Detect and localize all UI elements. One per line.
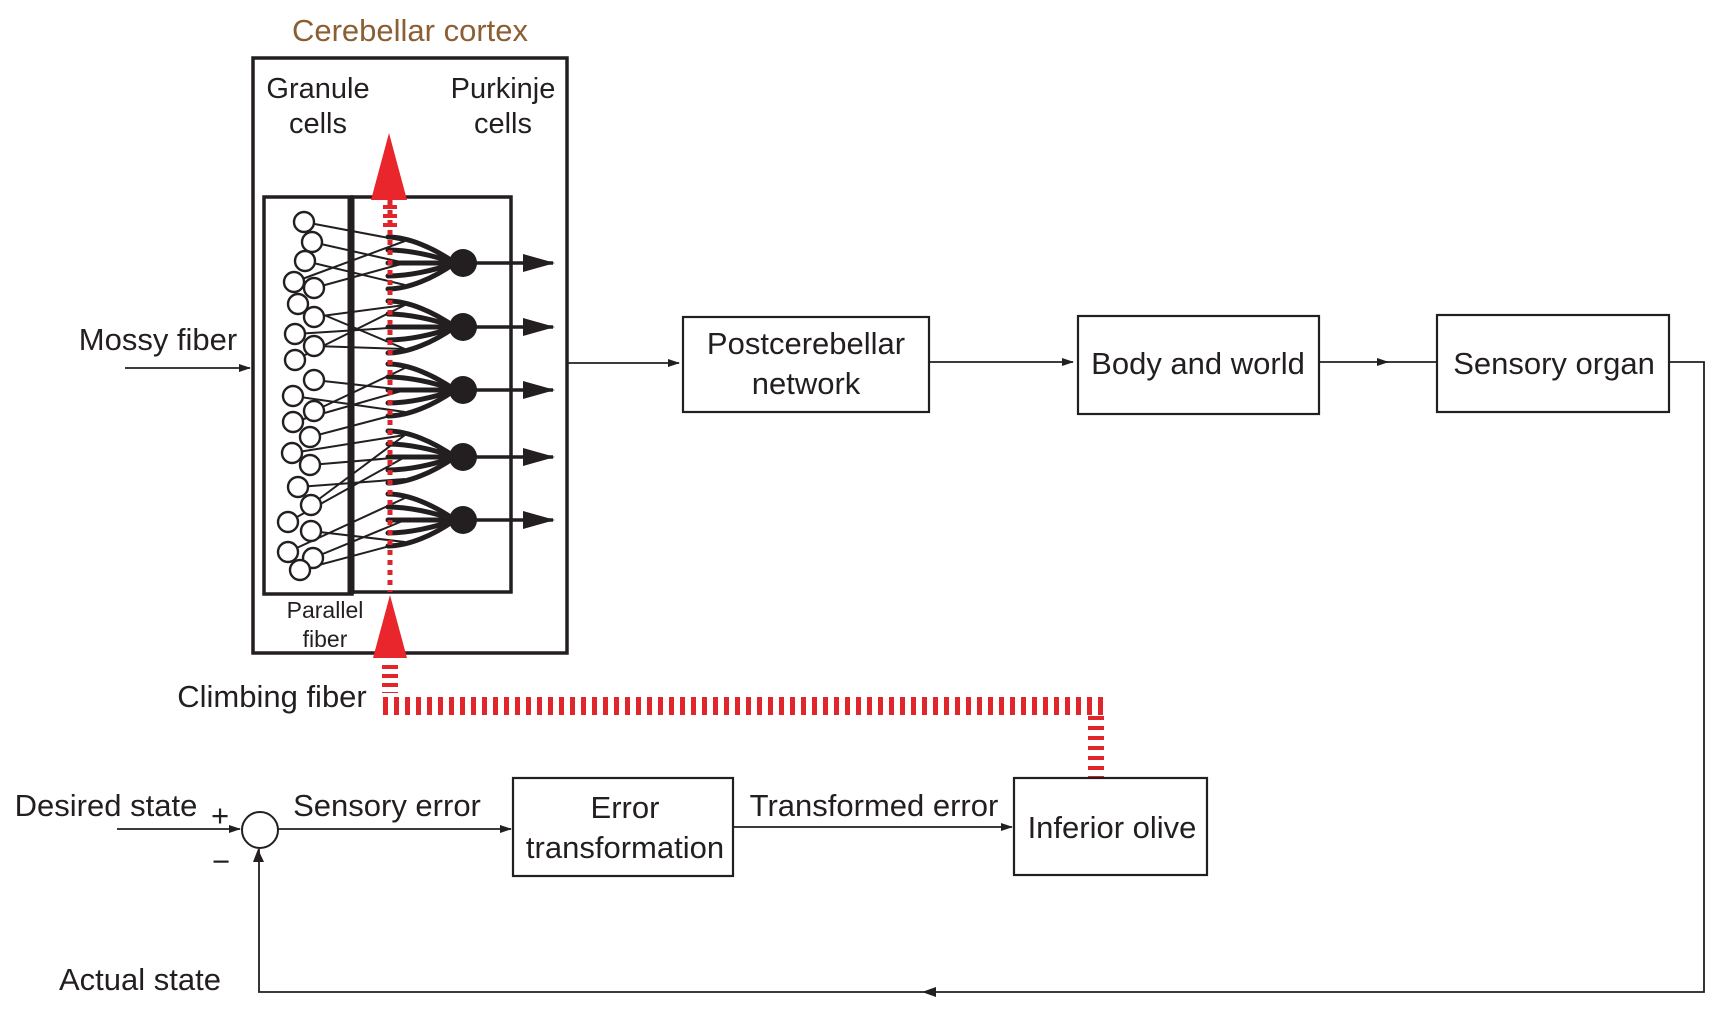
granule-cell (288, 558, 312, 582)
granule-cell (283, 348, 307, 372)
parallel-fiber-label-line1: Parallel (287, 597, 364, 623)
parallel-fiber (313, 262, 406, 289)
purkinje-soma (449, 376, 477, 404)
parallel-fiber (292, 395, 406, 413)
granule-cell (302, 399, 326, 423)
granule-cell (293, 249, 317, 273)
granule-cell (283, 322, 307, 346)
body-and-world-label: Body and world (1091, 346, 1305, 381)
feedback-arrowhead (253, 849, 264, 862)
purkinje-dendrite (385, 387, 458, 419)
granule-cell (281, 410, 305, 434)
postcerebellar-label-line2: network (752, 366, 861, 401)
granule-cell (280, 441, 304, 465)
mossy-fiber-label: Mossy fiber (79, 322, 237, 357)
purkinje-soma (449, 249, 477, 277)
climbing-fiber-label: Climbing fiber (177, 679, 367, 714)
inferior-olive-box (1012, 776, 1209, 877)
granule-cell (299, 519, 323, 543)
granule-cell (286, 292, 310, 316)
parallel-fiber (313, 304, 406, 318)
purkinje-dendrite (385, 324, 458, 356)
minus-sign: − (212, 844, 230, 879)
actual-state-feedback-line (258, 361, 1705, 993)
feedback-mid-arrowhead (922, 987, 936, 997)
purkinje-soma (449, 506, 477, 534)
purkinje-cells (385, 234, 555, 549)
granule-cell (282, 270, 306, 294)
postcerebellar-label-line1: Postcerebellar (707, 326, 905, 361)
purkinje-soma (449, 443, 477, 471)
granule-cell (302, 305, 326, 329)
granule-cell (286, 475, 310, 499)
desired-state-label: Desired state (15, 788, 198, 823)
parallel-fiber (313, 345, 406, 350)
body-and-world-box (1076, 314, 1321, 416)
purkinje-cells-label-line2: cells (474, 108, 532, 140)
parallel-fiber (311, 241, 406, 264)
postcerebellar-network-box (681, 315, 931, 414)
granule-cell (299, 493, 323, 517)
actual-state-label: Actual state (59, 962, 221, 997)
sensory-organ-label: Sensory organ (1453, 346, 1655, 381)
granule-cell (276, 540, 300, 564)
granule-cells (276, 210, 326, 582)
purkinje-cells-label-line1: Purkinje (451, 73, 556, 105)
climbing-fiber-arrow-top (371, 133, 407, 200)
granule-cell (302, 368, 326, 392)
granule-cell (300, 230, 324, 254)
error-transformation-label-line2: transformation (526, 830, 724, 865)
granule-cell (298, 453, 322, 477)
purkinje-dendrite (385, 517, 458, 549)
parallel-fiber (293, 240, 406, 283)
granule-cell (281, 384, 305, 408)
plus-sign: + (211, 798, 229, 833)
error-transformation-box (511, 776, 735, 878)
granule-cell (302, 334, 326, 358)
sensory-organ-box (1435, 313, 1671, 414)
transformed-error-label: Transformed error (750, 788, 999, 823)
granule-cells-label-line2: cells (289, 108, 347, 140)
granule-cell (292, 210, 316, 234)
inferior-olive-label: Inferior olive (1028, 810, 1197, 845)
summing-junction (241, 811, 279, 849)
parallel-fiber (310, 434, 406, 506)
error-transformation-label-line1: Error (591, 790, 660, 825)
parallel-fiber-label-line2: fiber (303, 626, 348, 652)
granule-cells-label-line1: Granule (266, 73, 369, 105)
granule-cell (302, 276, 326, 300)
purkinje-dendrite (385, 454, 458, 486)
cerebellar-cortex-title: Cerebellar cortex (292, 13, 529, 48)
parallel-fiber (297, 478, 406, 488)
sensory-error-label: Sensory error (293, 788, 481, 823)
purkinje-dendrite (385, 260, 458, 292)
climbing-fiber-arrow-bottom (373, 595, 407, 658)
granule-cell (298, 425, 322, 449)
granule-cell (276, 510, 300, 534)
purkinje-soma (449, 313, 477, 341)
parallel-fiber (291, 434, 406, 454)
parallel-fiber (312, 519, 406, 559)
